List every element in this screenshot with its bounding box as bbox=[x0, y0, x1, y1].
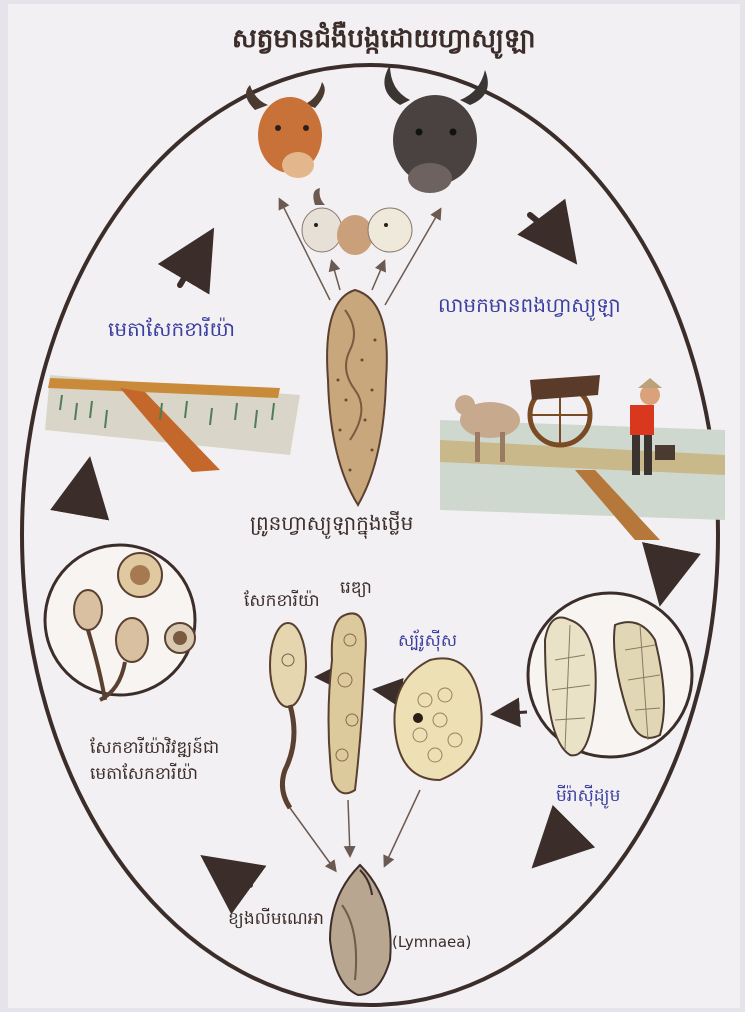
cercariae-encysting-icon bbox=[45, 545, 195, 700]
label-cercaria-to-metacercaria: សែកខារីយ៉ាវិវឌ្ឍន៍ជា មេតាសែកខារីយ៉ា bbox=[90, 735, 240, 787]
label-metacercaria: មេតាសែកខារីយ៉ា bbox=[108, 316, 235, 346]
label-snail-latin: (Lymnaea) bbox=[392, 933, 471, 951]
cercaria-icon bbox=[270, 623, 306, 808]
goats-icon bbox=[302, 188, 412, 255]
label-redia: រេឌ្យា bbox=[340, 577, 372, 602]
adult-fluke-icon bbox=[327, 290, 387, 505]
label-adult-fluke: ព្រូនហ្វាស្យូឡាក្នុងថ្លើម bbox=[250, 510, 413, 540]
snail-icon bbox=[330, 865, 391, 995]
label-snail: ខ្យងលីមណេអា bbox=[228, 908, 324, 933]
farmer-with-ox-cart-icon bbox=[440, 375, 725, 540]
label-miracidium: មីរ៉ាស៊ីដ្យូម bbox=[556, 785, 620, 810]
label-cercaria: សែកខារីយ៉ា bbox=[244, 590, 320, 615]
cow-icon bbox=[246, 82, 325, 178]
eggs-icon bbox=[528, 593, 692, 757]
redia-icon bbox=[329, 613, 366, 793]
label-feces-eggs: លាមកមានពងហ្វាស្យូឡា bbox=[438, 292, 621, 322]
to-snail-arrows bbox=[290, 790, 420, 870]
rice-field-icon bbox=[45, 375, 300, 472]
label-sporocyst: ស្ប័រូស៊ីស bbox=[398, 630, 457, 655]
diagram-title: សត្វមានជំងឺបង្កដោយហ្វាស្យូឡា bbox=[232, 22, 536, 60]
sporocyst-icon bbox=[394, 658, 481, 780]
